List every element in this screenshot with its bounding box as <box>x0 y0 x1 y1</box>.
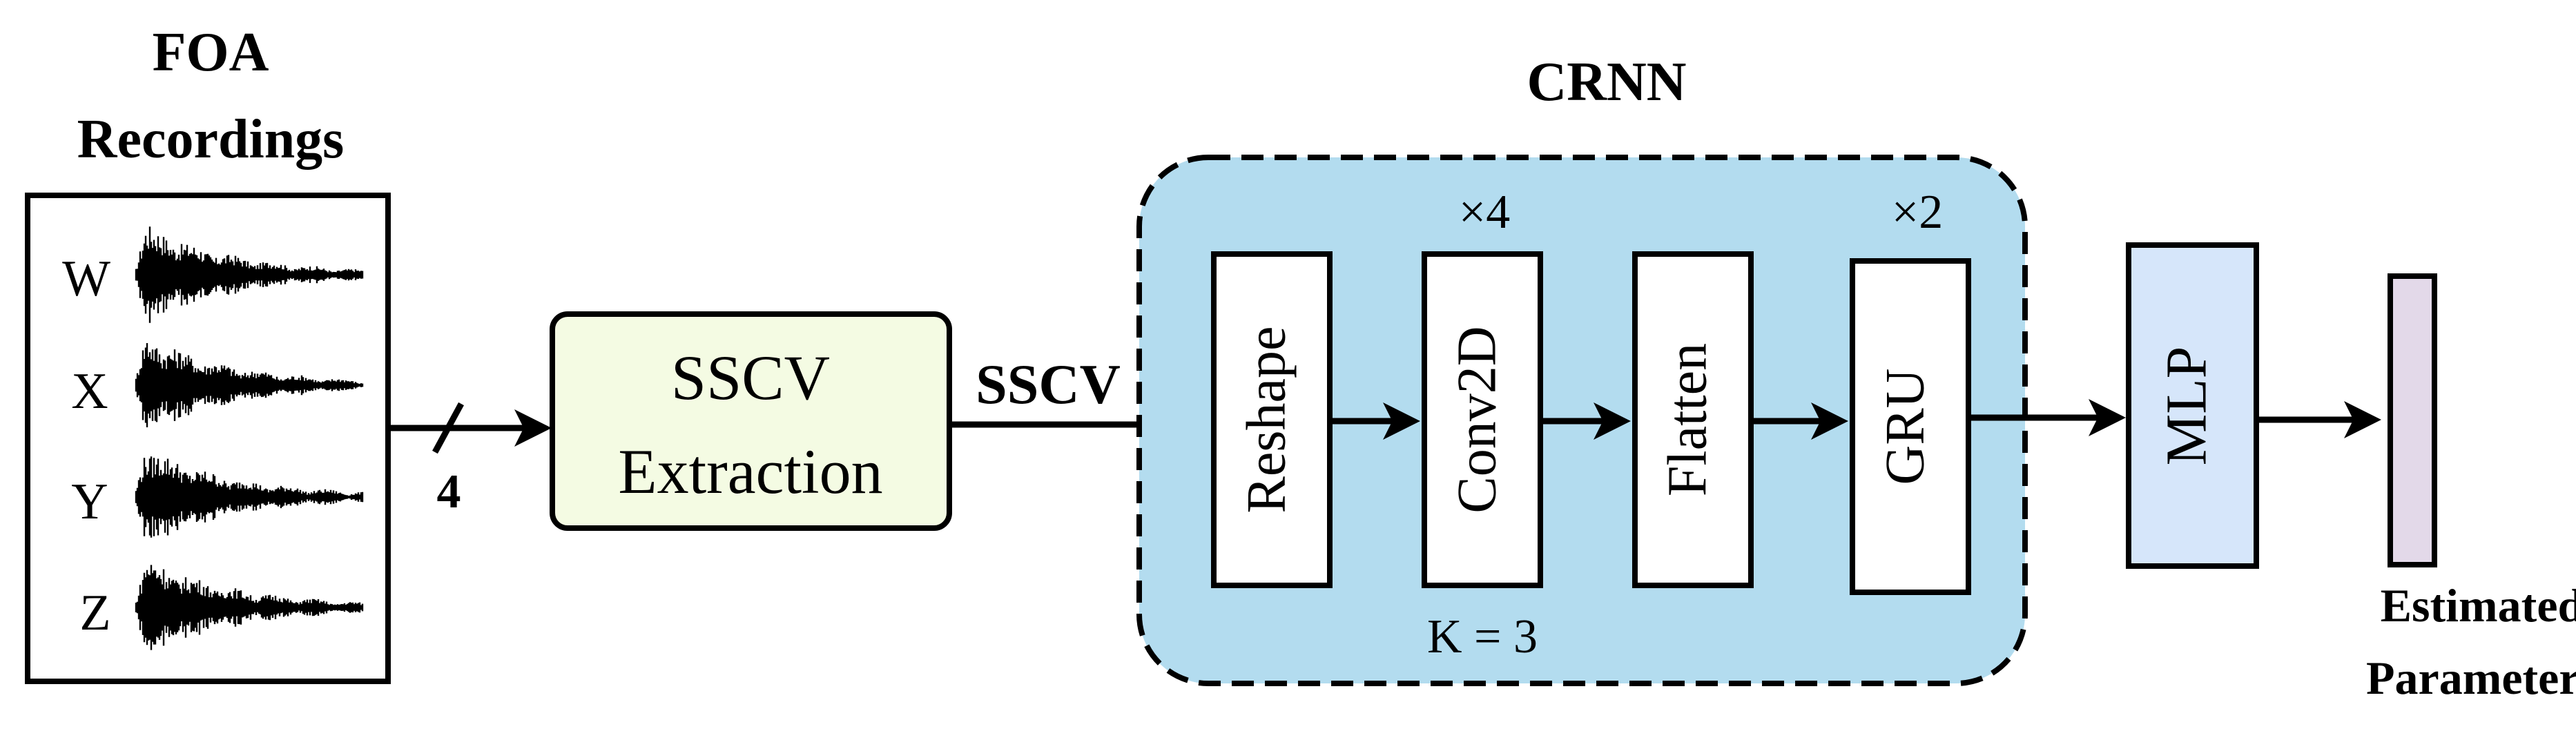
flatten-label: Flatten <box>1657 343 1718 496</box>
audio-waveforms <box>135 226 364 650</box>
extraction-line1: SSCV <box>671 342 830 413</box>
reshape-label: Reshape <box>1236 326 1297 513</box>
foa-title-line2: Recordings <box>77 109 345 170</box>
channel-count-label: 4 <box>437 465 461 518</box>
waveform-x <box>135 343 364 427</box>
extraction-line2: Extraction <box>618 436 882 507</box>
channel-label-w: W <box>62 251 110 307</box>
mlp-label: MLP <box>2154 347 2218 466</box>
output-label-line2: Parameters <box>2366 652 2576 704</box>
sscv-extraction-box <box>550 311 952 531</box>
waveform-w <box>135 226 364 323</box>
sscv-output-label: SSCV <box>976 353 1121 416</box>
mlp-block <box>2126 242 2259 569</box>
gru-repeat-label: ×2 <box>1892 186 1943 239</box>
conv2d-label: Conv2D <box>1446 326 1507 513</box>
gru-label: GRU <box>1875 369 1935 485</box>
foa-title-line1: FOA <box>153 22 269 83</box>
conv2d-block <box>1422 251 1543 588</box>
channel-label-y: Y <box>71 474 108 530</box>
output-label-line1: Estimated <box>2381 579 2576 632</box>
conv-repeat-label: ×4 <box>1459 186 1510 239</box>
gru-block <box>1850 258 1971 595</box>
reshape-block <box>1211 251 1333 588</box>
crnn-title: CRNN <box>1527 52 1686 113</box>
channel-count-slash <box>432 402 464 454</box>
output-vector <box>2388 273 2437 567</box>
waveform-z <box>135 565 364 650</box>
kernel-size-label: K = 3 <box>1427 610 1538 663</box>
waveform-y <box>135 456 364 538</box>
flatten-block <box>1632 251 1754 588</box>
channel-label-z: Z <box>79 585 110 641</box>
channel-label-x: X <box>71 363 108 420</box>
